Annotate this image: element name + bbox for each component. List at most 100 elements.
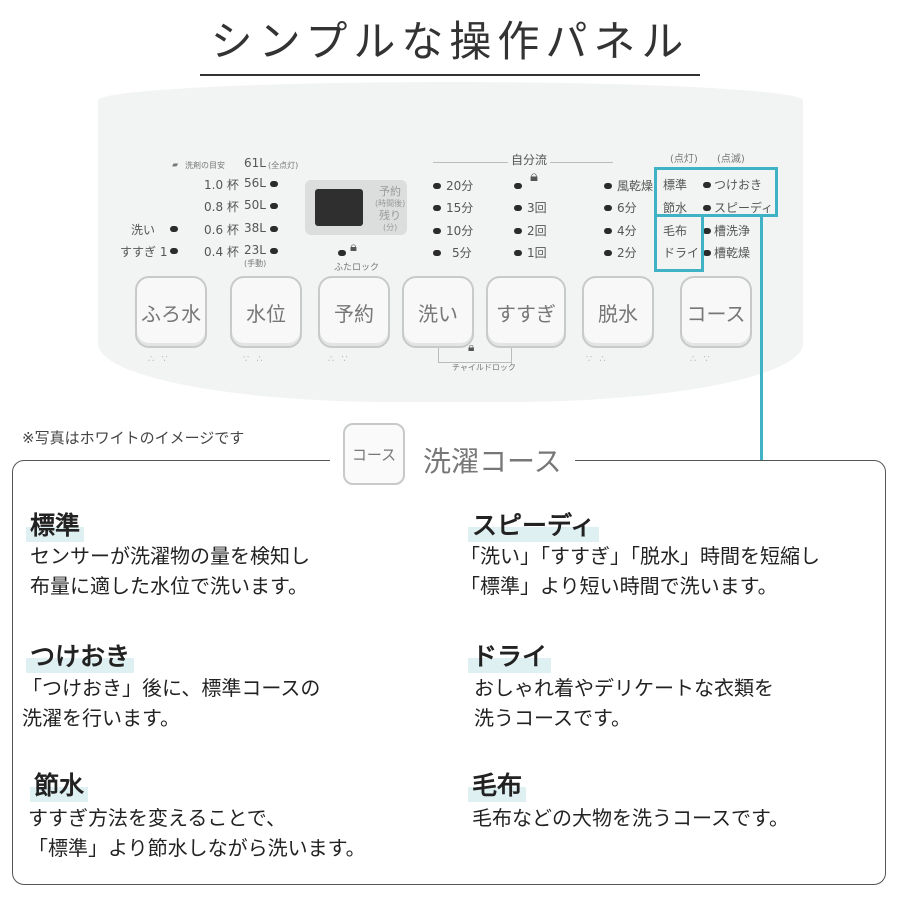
course-lit-standard: 標準	[663, 178, 688, 192]
detergent-icon: ▰	[172, 160, 179, 169]
reserve-button[interactable]: 予約	[318, 276, 390, 348]
spin-2: 2分	[617, 246, 637, 260]
desc-line: 「標準」より節水しながら洗います。	[28, 836, 366, 860]
lit-label: (点灯)	[670, 154, 698, 165]
indicator-spin-6	[604, 205, 612, 211]
bath-water-button[interactable]: ふろ水	[135, 276, 207, 348]
cups-0-6: 0.6 杯	[204, 223, 239, 237]
course-callout-line	[760, 214, 763, 460]
desc-line: 洗濯を行います。	[22, 706, 180, 730]
desc-line: センサーが洗濯物の量を検知し	[30, 544, 310, 568]
course-desc-blanket: 毛布などの大物を洗うコースです。	[472, 803, 789, 833]
water-level-button[interactable]: 水位	[230, 276, 302, 348]
timer-display: 予約 (時間後) 残り (分)	[305, 180, 407, 235]
course-desc-dry: おしゃれ着やデリケートな衣類を 洗うコースです。	[474, 673, 774, 733]
child-lock-label: チャイルドロック	[452, 363, 516, 372]
course-blink-tub-clean: 槽洗浄	[714, 224, 751, 238]
course-button[interactable]: コース	[680, 276, 752, 348]
indicator-spin-2	[604, 250, 612, 256]
child-lock-bracket	[438, 348, 512, 363]
course-desc-speedy: 「洗い」「すすぎ」「脱水」時間を短縮し 「標準」より短い時間で洗います。	[460, 541, 820, 601]
display-reserve-note: (時間後)	[375, 199, 406, 208]
spin-6: 6分	[617, 201, 637, 215]
indicator-spin-4	[604, 228, 612, 234]
wash-time-15: 15分	[446, 201, 474, 215]
braille-dots: ∵ ∴	[586, 354, 608, 365]
course-name-dry: ドライ	[468, 637, 552, 673]
blink-label: (点滅)	[717, 154, 745, 165]
legend-title: 洗濯コース	[423, 445, 562, 478]
course-name-save-water: 節水	[30, 766, 89, 802]
display-remaining-note: (分)	[383, 223, 398, 232]
water-level-61: 61L	[244, 156, 266, 170]
indicator-rinse-lock	[514, 183, 522, 189]
desc-line: 「洗い」「すすぎ」「脱水」時間を短縮し	[460, 544, 820, 568]
course-name-standard: 標準	[26, 506, 85, 542]
rinse-count-2: 2回	[527, 224, 547, 238]
lid-lock-label: ふたロック	[334, 263, 380, 273]
water-level-23: 23L	[244, 243, 266, 257]
display-screen	[315, 189, 363, 226]
course-blink-soak: つけおき	[714, 178, 763, 192]
desc-line: 「つけおき」後に、標準コースの	[22, 676, 321, 700]
wash-time-5: 5分	[452, 246, 472, 260]
lid-lock-icon: 🔒︎	[350, 240, 357, 255]
course-blink-speedy: スピーディ	[714, 201, 774, 215]
indicator-rinse-1	[514, 250, 522, 256]
course-desc-standard: センサーが洗濯物の量を検知し 布量に適した水位で洗います。	[30, 541, 310, 601]
indicator-wash-20	[433, 183, 441, 189]
indicator-course-1	[703, 182, 711, 188]
indicator-38	[270, 226, 278, 232]
legend-course-button: コース	[343, 423, 405, 485]
photo-note: ※写真はホワイトのイメージです	[22, 429, 245, 447]
detergent-label: 洗剤の目安	[185, 161, 225, 170]
spin-button[interactable]: 脱水	[582, 276, 654, 348]
indicator-wash	[170, 226, 178, 232]
course-desc-save-water: すすぎ方法を変えることで、 「標準」より節水しながら洗います。	[28, 803, 366, 863]
rinse-label: すすぎ 1	[120, 245, 168, 259]
water-level-61-note: (全点灯)	[268, 161, 299, 170]
display-remaining: 残り	[379, 209, 401, 222]
spin-4: 4分	[617, 224, 637, 238]
indicator-wash-5	[433, 250, 441, 256]
course-desc-soak: 「つけおき」後に、標準コースの 洗濯を行います。	[22, 673, 320, 733]
course-highlight-top	[654, 167, 778, 217]
indicator-lid-lock	[338, 250, 346, 256]
page-title: シンプルな操作パネル	[210, 17, 690, 66]
indicator-wash-15	[433, 205, 441, 211]
water-level-38: 38L	[244, 221, 266, 235]
water-level-56: 56L	[244, 176, 266, 190]
indicator-rinse	[170, 248, 178, 254]
desc-line: 毛布などの大物を洗うコースです。	[472, 806, 789, 830]
child-lock-icon: 🔒︎	[468, 340, 475, 354]
indicator-course-2	[703, 205, 711, 211]
desc-line: 洗うコースです。	[474, 706, 631, 730]
indicator-course-3	[703, 228, 711, 234]
braille-dots: ∵ ∴	[243, 354, 265, 365]
spin-air-dry: 風乾燥	[617, 179, 654, 193]
braille-dots: ∴ ∵	[328, 354, 350, 365]
course-name-blanket: 毛布	[468, 766, 527, 802]
desc-line: 「標準」より短い時間で洗います。	[460, 574, 778, 598]
water-level-23-note: (手動)	[244, 259, 267, 268]
water-level-50: 50L	[244, 198, 266, 212]
wash-time-20: 20分	[446, 179, 474, 193]
indicator-50	[270, 203, 278, 209]
cups-0-4: 0.4 杯	[204, 245, 239, 259]
indicator-course-4	[703, 250, 711, 256]
indicator-23	[270, 248, 278, 254]
wash-button[interactable]: 洗い	[402, 276, 474, 348]
course-name-soak: つけおき	[26, 637, 135, 673]
desc-line: すすぎ方法を変えることで、	[28, 806, 286, 830]
cups-1-0: 1.0 杯	[204, 178, 239, 192]
rinse-button[interactable]: すすぎ	[486, 276, 566, 348]
course-highlight-left	[654, 214, 704, 272]
course-lit-save-water: 節水	[663, 201, 688, 215]
braille-dots: ∴ ∵	[690, 354, 712, 365]
desc-line: おしゃれ着やデリケートな衣類を	[474, 676, 774, 700]
course-lit-blanket: 毛布	[663, 224, 688, 238]
wash-time-10: 10分	[446, 224, 474, 238]
rinse-count-3: 3回	[527, 201, 547, 215]
self-flow-label: 自分流	[508, 151, 551, 168]
indicator-wash-10	[433, 228, 441, 234]
